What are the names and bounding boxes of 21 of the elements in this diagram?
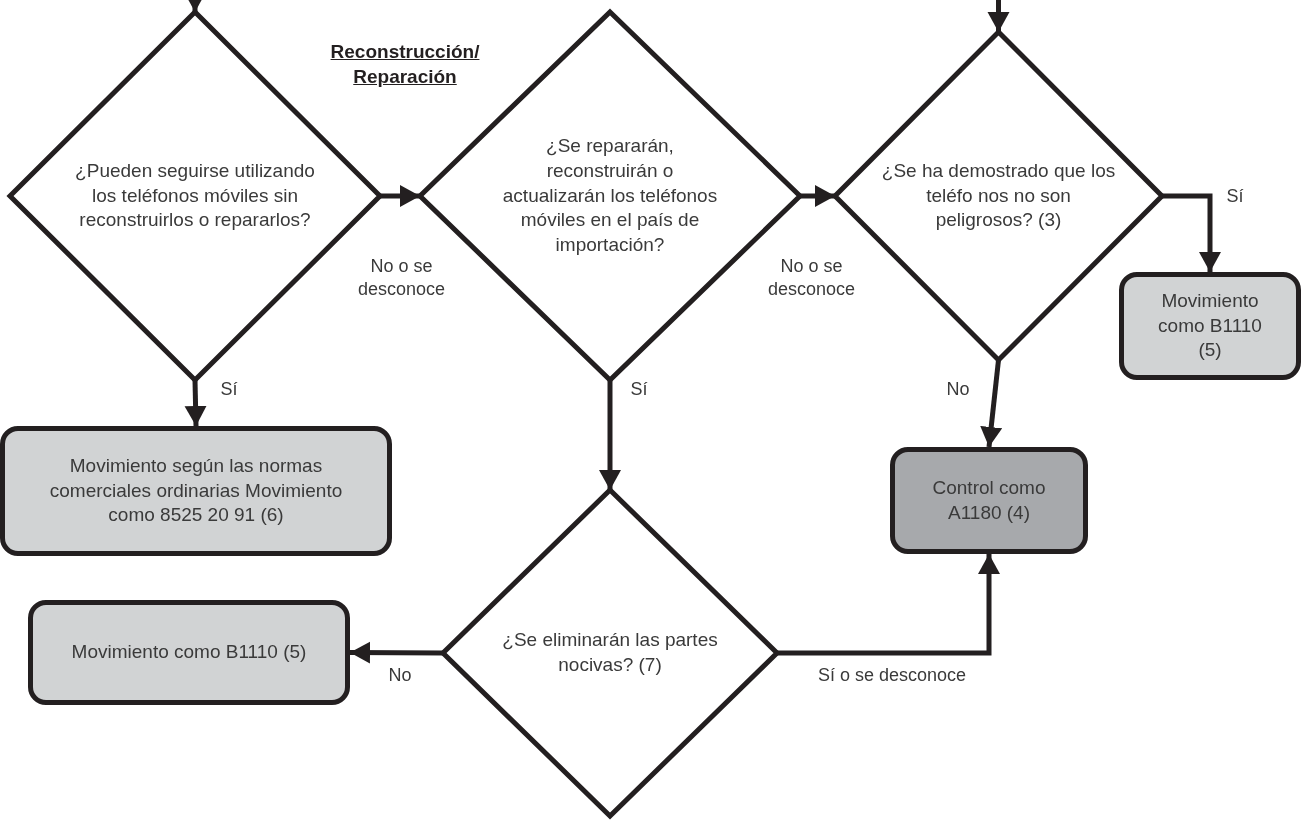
arrow	[350, 641, 443, 664]
question-text: ¿Pueden seguirse utilizando los teléfonos móviles sin reconstruirlos o repararlos?	[74, 158, 316, 233]
outcome-text: Movimiento como B1110 (5)	[1157, 288, 1263, 363]
outcome-box	[1119, 272, 1301, 380]
question-text: ¿Se repararán, reconstruirán o actualizarán los teléfonos móviles en el país de importación?	[501, 134, 719, 258]
outcome-box	[0, 426, 392, 556]
arrow	[777, 554, 1000, 656]
outcome-text: Movimiento según las normas comerciales ordinarias Movimiento como 8525 20 91 (6)	[48, 453, 344, 528]
outcome-text: Movimiento como B1110 (5)	[70, 640, 308, 665]
arrow	[980, 359, 1003, 448]
section-heading: Reconstrucción/ Reparación	[329, 40, 481, 89]
arrow	[184, 379, 207, 427]
outcome-text: Control como A1180 (4)	[931, 475, 1047, 525]
arrow	[800, 185, 835, 207]
arrow	[380, 185, 420, 207]
outcome-box	[28, 600, 350, 705]
arrow	[599, 380, 621, 490]
arrow	[1162, 193, 1221, 272]
question-text: ¿Se eliminarán las partes nocivas? (7)	[501, 628, 719, 677]
outcome-box	[890, 447, 1088, 554]
arrow	[987, 0, 1010, 32]
